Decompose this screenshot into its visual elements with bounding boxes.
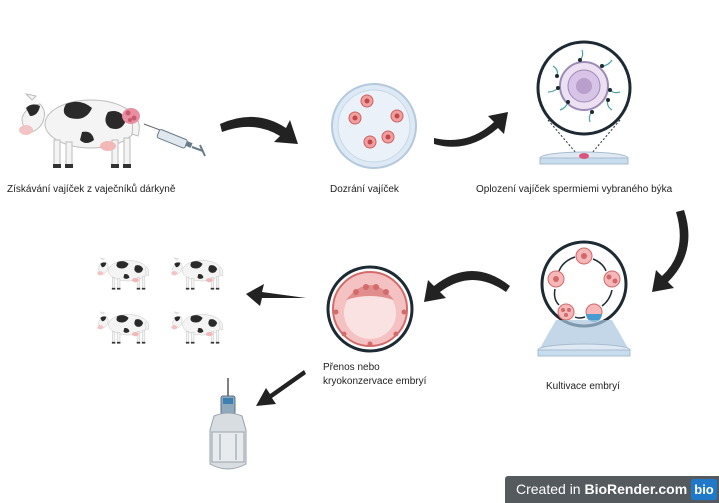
badge-prefix: Created in (516, 481, 585, 497)
fertilization-icon (536, 40, 632, 165)
arrow-icon (256, 370, 306, 406)
biorender-badge[interactable]: Created in BioRender.com bio (505, 476, 719, 503)
step-label-fertilization: Oplození vajíček spermiemi vybraného býk… (476, 184, 673, 195)
step-label-maturation: Dozrání vajíček (330, 184, 399, 195)
cow-icon (18, 93, 140, 169)
arrow-icon (220, 116, 298, 144)
egg-cell (363, 135, 377, 149)
embryo-stage (585, 303, 603, 322)
arrow-icon (424, 271, 510, 302)
egg-cell (348, 111, 362, 125)
embryo-stage (547, 270, 565, 288)
cow-icon (97, 312, 149, 344)
step-label-culture: Kultivace embryí (546, 381, 620, 392)
cow-icon (171, 312, 223, 344)
embryo-stage (603, 270, 621, 288)
biorender-logo-icon: bio (691, 479, 717, 500)
syringe-icon (143, 123, 206, 157)
arrow-icon (434, 112, 508, 147)
arrow-icon (652, 210, 689, 292)
badge-text: Created in BioRender.com (516, 481, 687, 497)
embryo-stage (557, 303, 575, 321)
egg-cell (390, 109, 404, 123)
step-label-transfer-2: kryokonzervace embryí (323, 376, 427, 387)
embryo-culture-icon (537, 240, 631, 357)
step-label-collection: Získávání vajíček z vaječníků dárkyně (7, 184, 176, 195)
cow-icon (97, 258, 149, 290)
cryo-tank-icon (209, 378, 247, 470)
cow-icon (171, 258, 223, 290)
embryo-icon (326, 265, 414, 353)
egg-cell (381, 130, 395, 144)
petri-dish-icon (331, 83, 417, 169)
ovary-icon (122, 108, 140, 124)
arrow-icon (246, 284, 306, 306)
embryo-stage (575, 247, 593, 265)
step-label-transfer-1: Přenos nebo (323, 362, 380, 373)
badge-brand: BioRender.com (584, 481, 688, 497)
egg-cell (360, 94, 374, 108)
